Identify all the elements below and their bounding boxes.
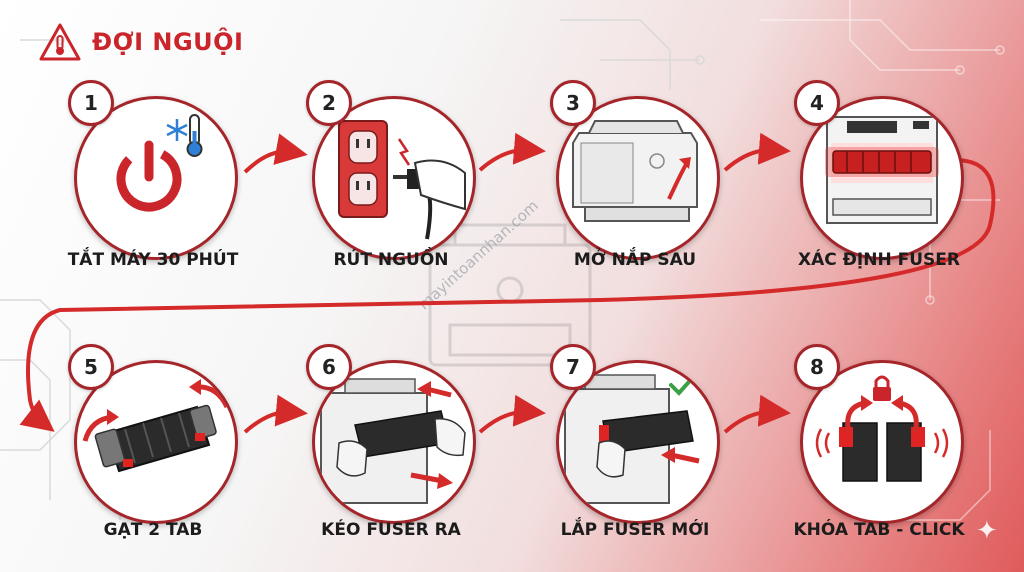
step-4-number: 4 [794, 80, 840, 126]
step-4-label: XÁC ĐỊNH FUSER [798, 250, 960, 270]
printer-open-icon [572, 120, 698, 222]
lock-click-icon [815, 375, 949, 482]
step-2-number: 2 [306, 80, 352, 126]
step-6-label: KÉO FUSER RA [321, 520, 461, 540]
header: ĐỢI NGUỘI [38, 20, 243, 64]
step-5-number: 5 [68, 344, 114, 390]
fuser-tabs-icon [82, 379, 230, 473]
step-2-label: RÚT NGUỒN [333, 250, 449, 270]
step-5-circle [74, 360, 238, 524]
insert-fuser-icon [564, 373, 700, 504]
step-8-number: 8 [794, 344, 840, 390]
printer-fuser-icon [825, 116, 939, 224]
step-3-number: 3 [550, 80, 596, 126]
step-7-label: LẮP FUSER MỚI [560, 520, 710, 540]
sparkle-icon: ✦ [976, 516, 998, 546]
step-5-label: GẠT 2 TAB [103, 520, 203, 540]
warning-thermometer-icon [39, 23, 81, 61]
step-8-label: KHÓA TAB - CLICK [793, 520, 965, 540]
pull-fuser-icon [320, 378, 466, 504]
step-1-label: TẮT MÁY 30 PHÚT [67, 250, 239, 270]
step-7-number: 7 [550, 344, 596, 390]
step-3-label: MỞ NẮP SAU [573, 250, 697, 270]
step-6-circle [312, 360, 476, 524]
power-snowflake-icon [116, 114, 203, 212]
step-6-number: 6 [306, 344, 352, 390]
step-1-number: 1 [68, 80, 114, 126]
unplug-icon [338, 120, 466, 240]
page-title: ĐỢI NGUỘI [92, 28, 244, 56]
